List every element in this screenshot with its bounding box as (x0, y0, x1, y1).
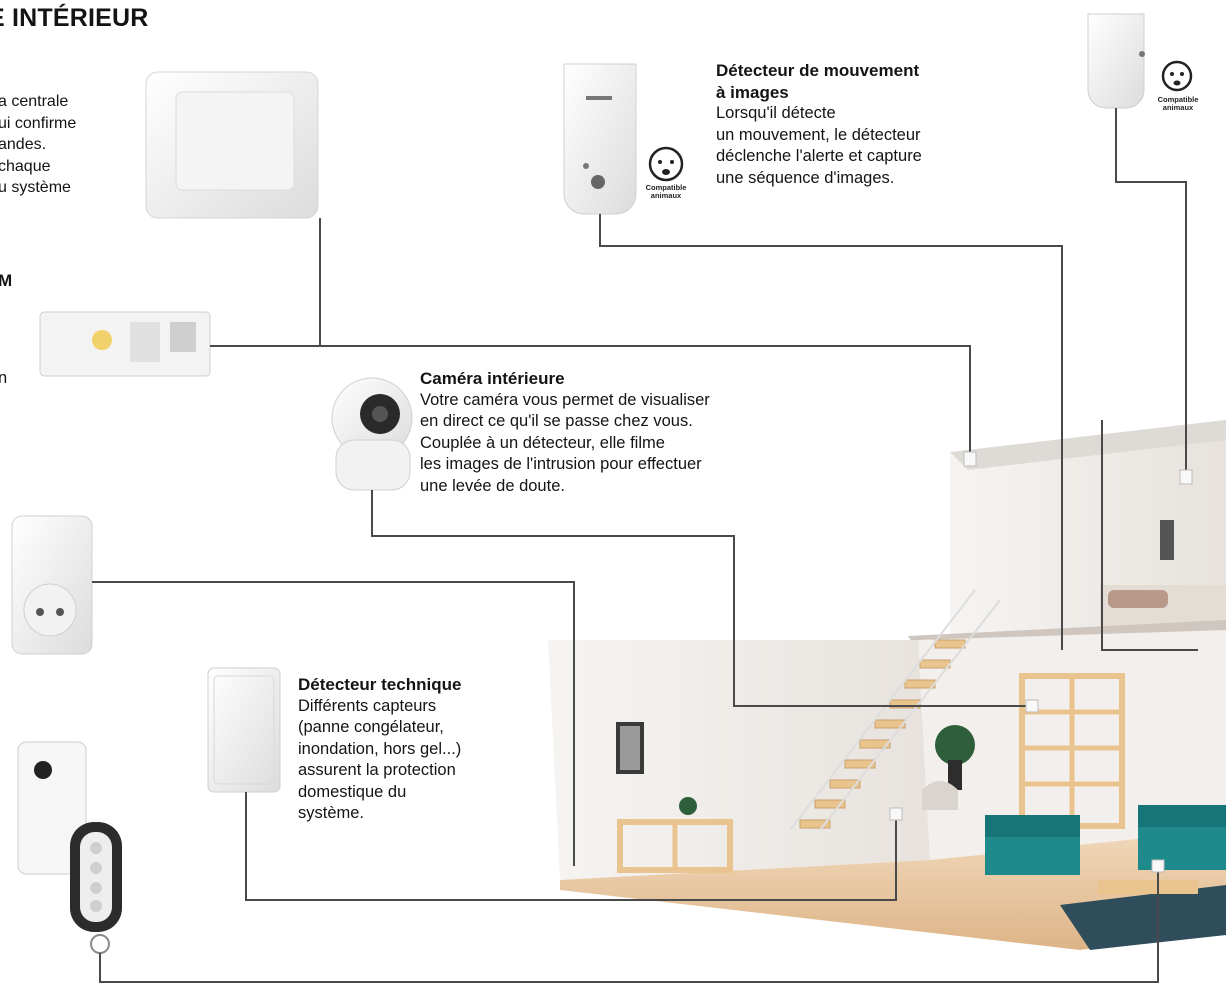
gsm-module-device (39, 311, 211, 377)
description-line: Différents capteurs (298, 696, 437, 715)
connector-smart-plug (92, 581, 575, 866)
description-line: en direct ce qu'il se passe chez vous. (420, 412, 693, 430)
badge-line: Compatible (1157, 95, 1199, 104)
connector-camera (371, 490, 1032, 707)
connectors (92, 108, 1198, 983)
description-line: Votre caméra vous permet de visualiser (420, 390, 710, 409)
description-line: Couplée à un détecteur, elle filme (420, 433, 665, 452)
connector-technical (245, 792, 897, 901)
indoor-camera-device (331, 377, 413, 491)
left-text-fragment-b: M (0, 271, 13, 290)
fragment-line: ui confirme (0, 114, 77, 132)
left-text-fragment-c: n (0, 369, 8, 387)
motion-image-detector-text: Détecteur de mouvement à images Lorsqu'i… (716, 60, 922, 189)
connector-motion-image (599, 214, 1063, 650)
description-line: déclenche l'alerte et capture (716, 147, 922, 165)
pet-compatible-badge: Compatible animaux (640, 184, 692, 200)
fragment-line: andes. (0, 136, 47, 153)
connector-fob (99, 868, 1159, 983)
description-line: une séquence d'images. (716, 168, 895, 187)
connector-ceiling (1115, 108, 1187, 470)
fragment-line: u système (0, 179, 71, 196)
indoor-camera-title: Caméra intérieure (420, 369, 565, 388)
description-line: les images de l'intrusion pour effectuer (420, 455, 702, 473)
description-line: Lorsqu'il détecte (716, 104, 836, 122)
description-line: une levée de doute. (420, 476, 565, 495)
description-line: inondation, hors gel...) (298, 739, 462, 758)
description-line: assurent la protection (298, 761, 456, 779)
motion-image-detector-title: Détecteur de mouvement (716, 61, 920, 80)
description-line: un mouvement, le détecteur (716, 125, 921, 144)
indoor-camera-text: Caméra intérieure Votre caméra vous perm… (420, 368, 710, 497)
fragment-line: chaque (0, 157, 51, 175)
description-line: système. (298, 804, 365, 822)
badge-line: animaux (1162, 103, 1194, 112)
sensor-markers (889, 451, 1193, 873)
control-panel-device (145, 71, 319, 219)
badge-line: animaux (650, 191, 682, 200)
badge-line: Compatible (645, 183, 687, 192)
left-text-fragment-a: a centrale ui confirme andes. chaque u s… (0, 91, 76, 199)
technical-detector-text: Détecteur technique Différents capteurs … (298, 674, 461, 825)
motion-image-detector-title: à images (716, 82, 789, 102)
technical-detector-device (207, 667, 281, 793)
key-fob-device (70, 822, 122, 954)
pet-icon (1161, 60, 1193, 92)
technical-detector-title: Détecteur technique (298, 675, 462, 694)
connector-gsm (210, 345, 971, 455)
description-line: domestique du (298, 782, 407, 801)
remote-keypad-device (17, 741, 87, 875)
house-cutaway (548, 420, 1226, 950)
motion-image-detector-device (563, 63, 637, 215)
page-title: E INTÉRIEUR (0, 4, 149, 32)
connector-mezzanine (1101, 420, 1198, 651)
pet-compatible-badge: Compatible animaux (1152, 96, 1204, 112)
ceiling-detector-device (1087, 13, 1145, 109)
description-line: (panne congélateur, (298, 718, 444, 736)
smart-plug-device (11, 515, 93, 655)
fragment-line: a centrale (0, 93, 69, 110)
pet-icon (648, 146, 684, 182)
